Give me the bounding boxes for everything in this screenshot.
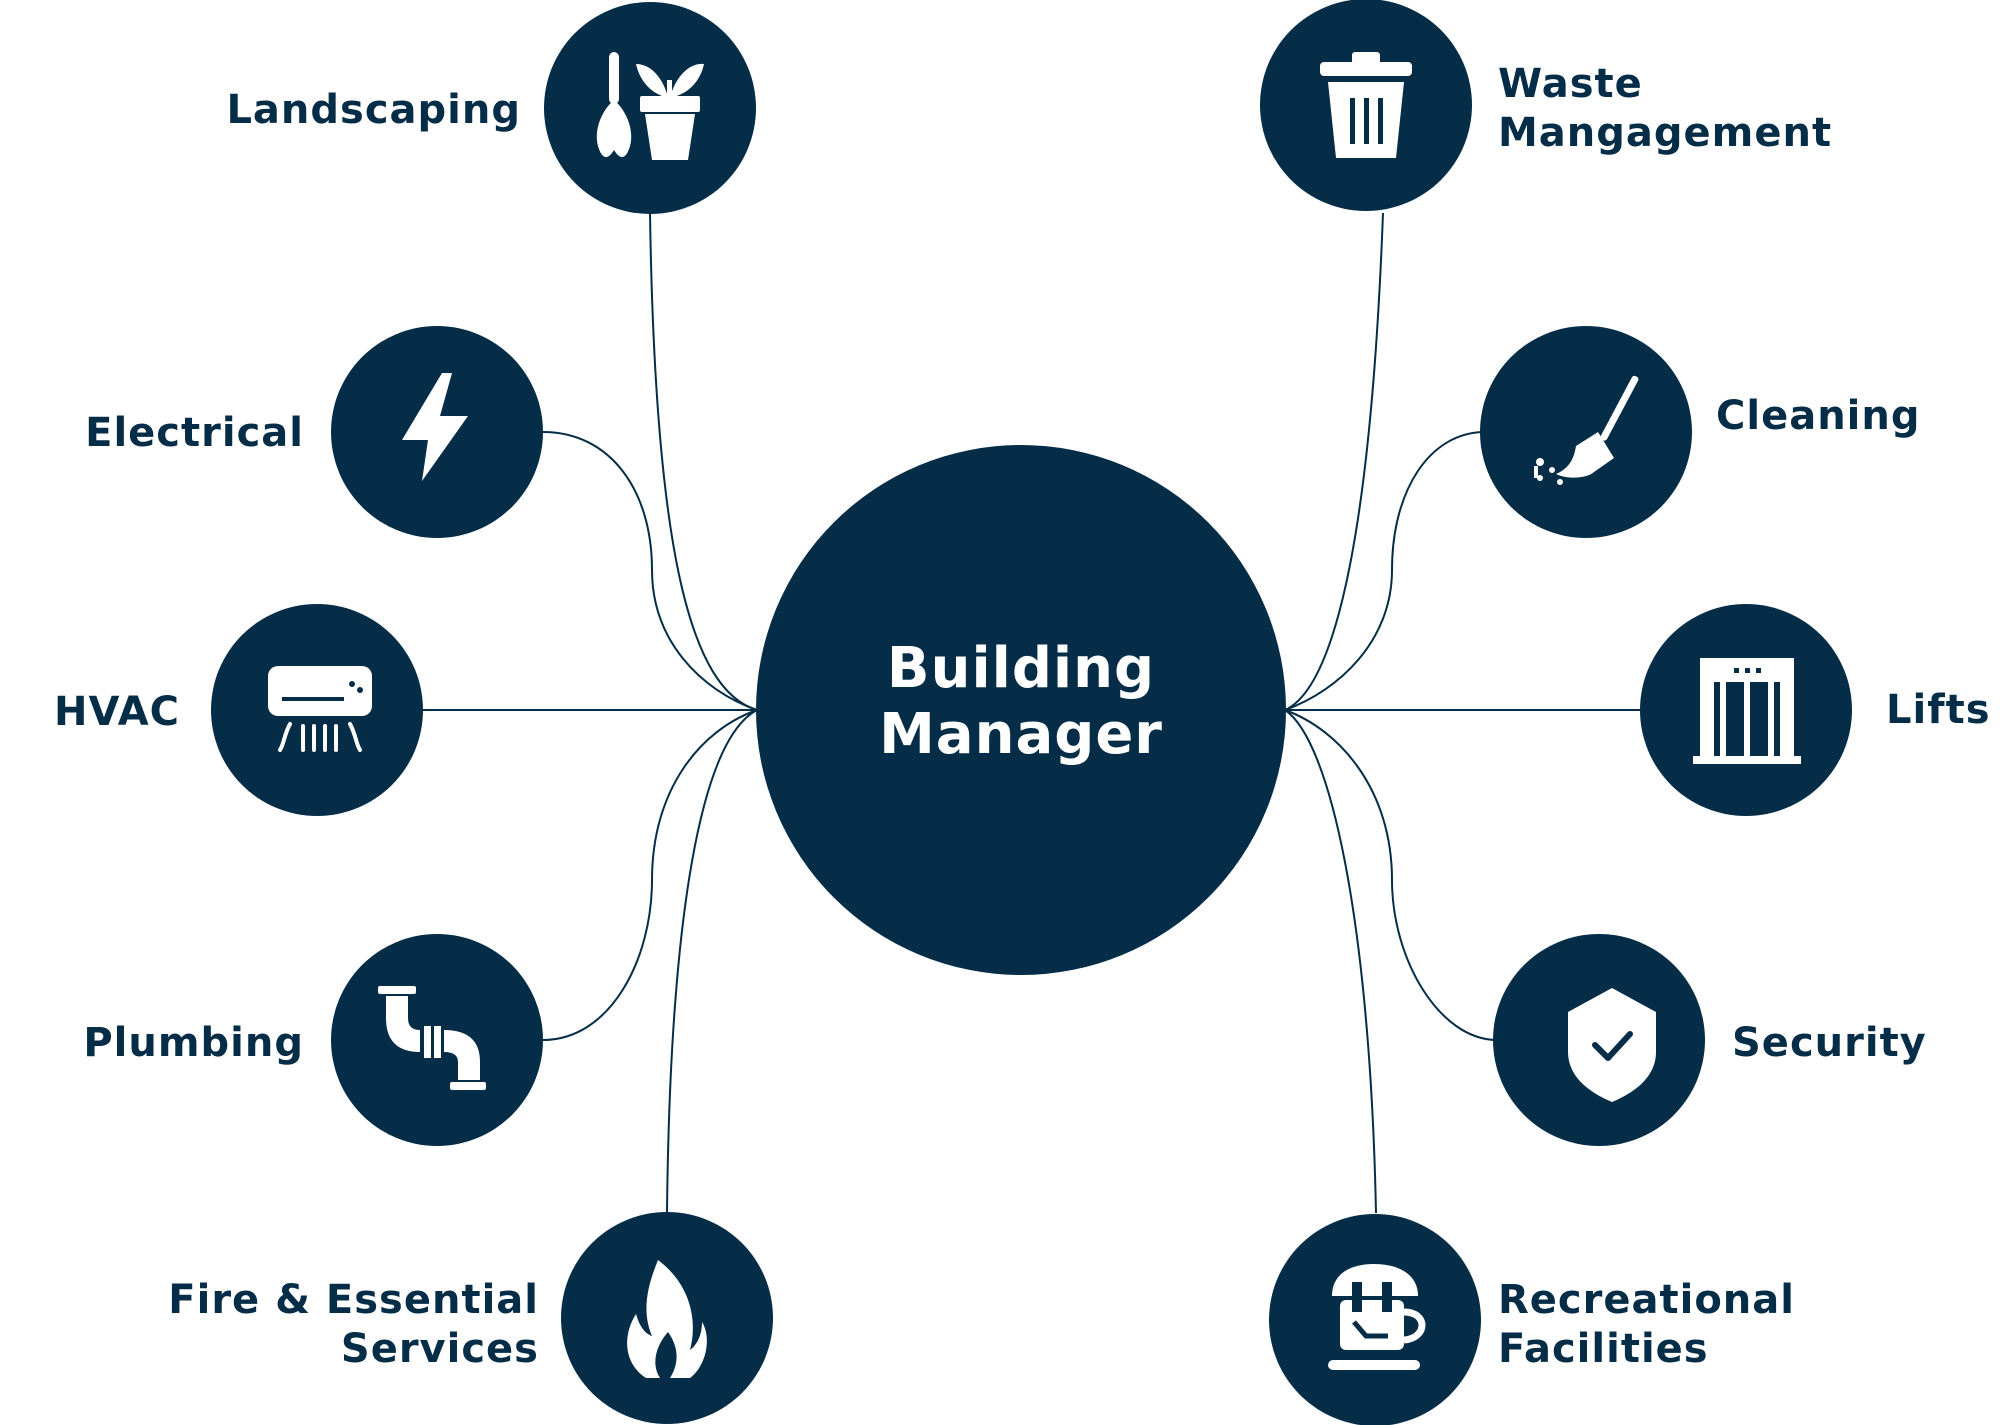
coffee-cup-icon bbox=[1328, 1264, 1426, 1370]
broom-icon bbox=[1534, 375, 1639, 485]
trash-bin-icon bbox=[1320, 52, 1412, 158]
connectors bbox=[423, 212, 1645, 1214]
connector-cleaning bbox=[1284, 431, 1486, 711]
label-electrical: Electrical bbox=[85, 410, 304, 456]
label-plumbing: Plumbing bbox=[83, 1020, 304, 1066]
connector-recreational bbox=[1284, 709, 1377, 1214]
label-cleaning: Cleaning bbox=[1716, 393, 1921, 439]
label-hvac: HVAC bbox=[53, 689, 180, 735]
connector-security bbox=[1284, 709, 1498, 1041]
center-title-line-1: Building bbox=[886, 636, 1156, 701]
label-fire: Fire & Essential Services bbox=[168, 1277, 539, 1372]
label-waste: Waste Mangagement bbox=[1498, 61, 1833, 156]
pipe-icon bbox=[378, 986, 486, 1090]
node-cleaning bbox=[1480, 326, 1692, 538]
connector-fire bbox=[666, 709, 758, 1214]
connector-electrical bbox=[542, 431, 758, 711]
label-landscaping: Landscaping bbox=[226, 87, 521, 133]
center-title-line-2: Manager bbox=[879, 702, 1163, 767]
shield-check-icon bbox=[1568, 988, 1656, 1102]
center-node bbox=[756, 445, 1286, 975]
connector-waste bbox=[1284, 212, 1384, 711]
flame-icon bbox=[627, 1260, 707, 1378]
connector-landscaping bbox=[649, 212, 758, 711]
label-lifts: Lifts bbox=[1886, 687, 1991, 733]
center-title: Building Manager bbox=[821, 636, 1221, 768]
lightning-bolt-icon bbox=[402, 373, 468, 481]
connector-plumbing bbox=[542, 709, 758, 1041]
air-conditioner-icon bbox=[268, 666, 372, 752]
plant-pot-trowel-icon bbox=[596, 52, 704, 160]
label-security: Security bbox=[1732, 1020, 1927, 1066]
elevator-icon bbox=[1693, 658, 1801, 764]
label-recreational: Recreational Facilities bbox=[1498, 1277, 1795, 1372]
